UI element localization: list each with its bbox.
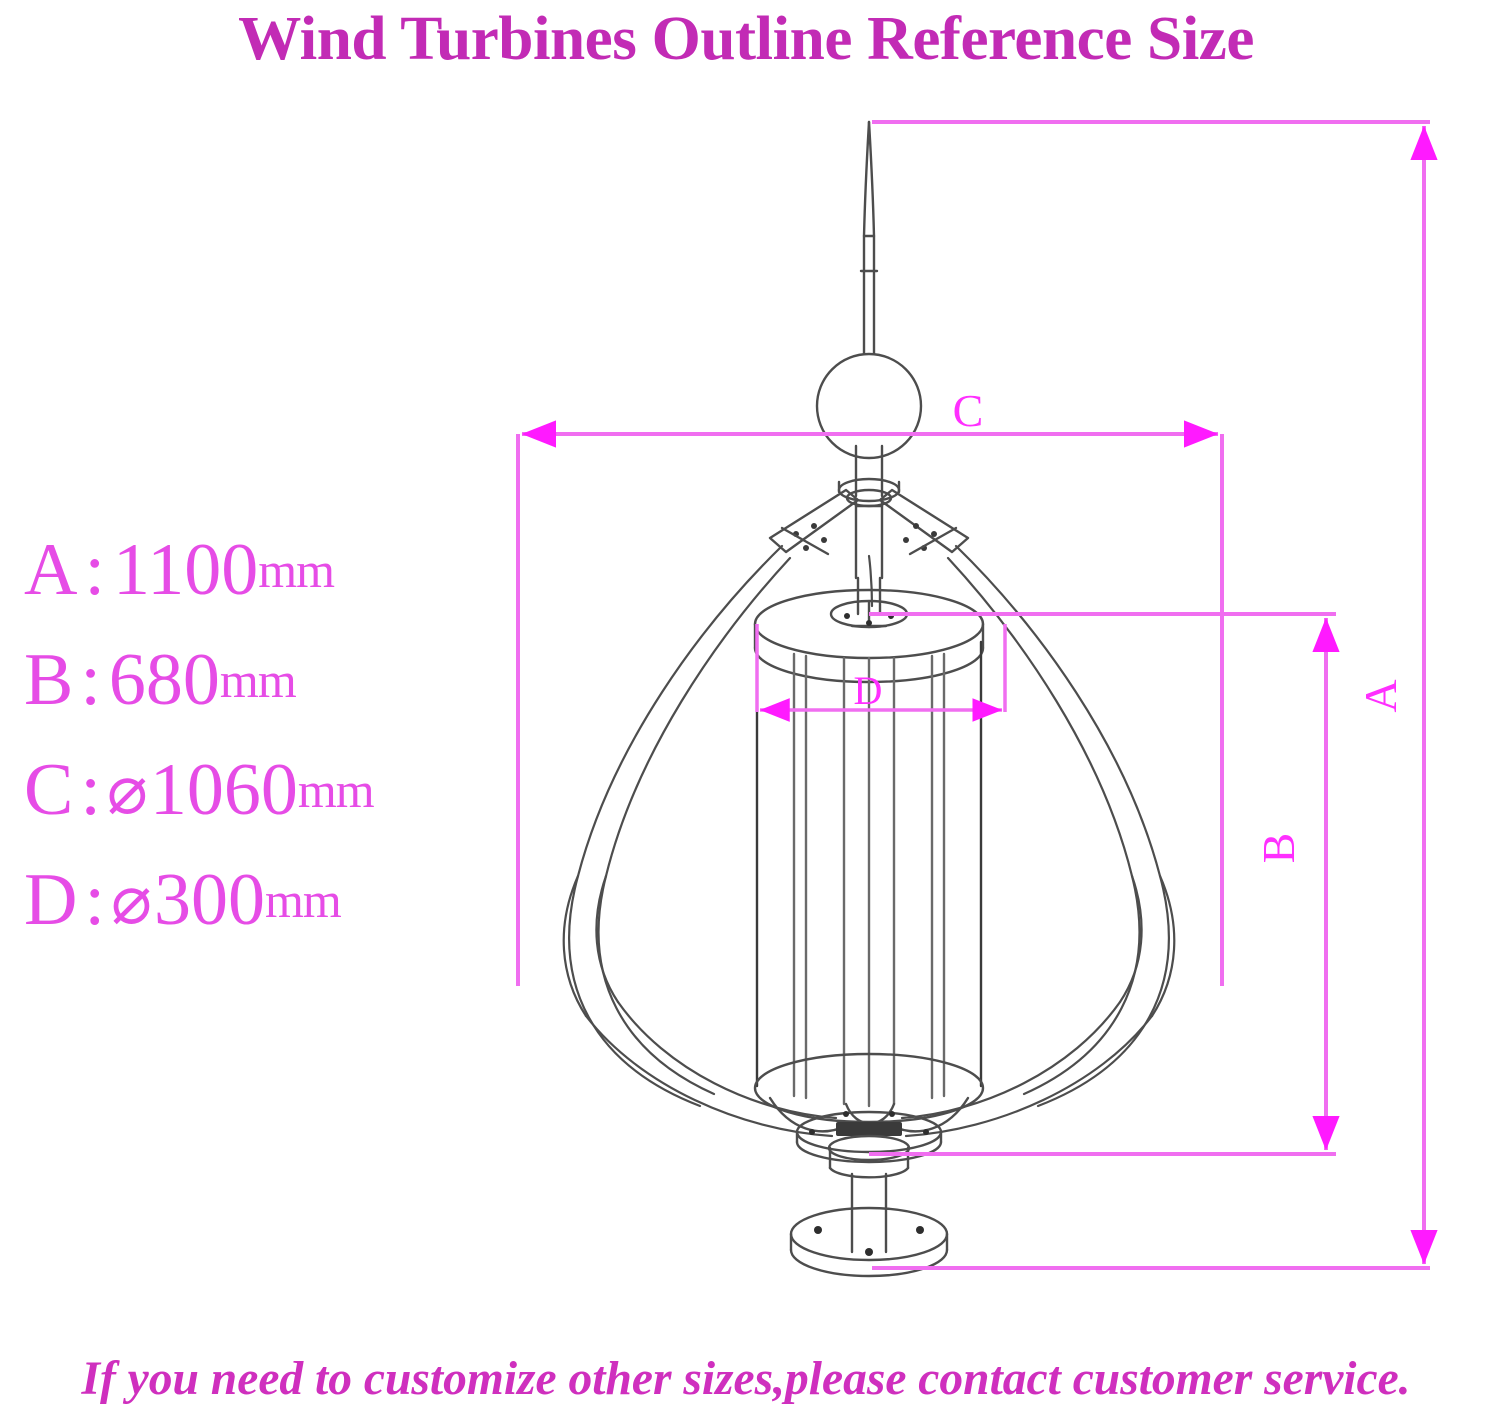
legend-value-a: 1100 <box>113 529 259 611</box>
dimension-c <box>516 420 1224 986</box>
legend-item-d: D : ⌀ 300 mm <box>24 845 444 955</box>
turbine-technical-drawing: C D A B <box>0 86 1492 1306</box>
legend-value-d: 300 <box>153 859 265 941</box>
legend-value-c: 1060 <box>149 749 298 831</box>
dimension-a <box>872 120 1438 1270</box>
legend-item-b: B : 680 mm <box>24 625 444 735</box>
legend-key-d: D <box>24 859 79 941</box>
dimension-b <box>869 612 1340 1156</box>
dimension-d <box>755 624 1007 722</box>
legend-key-a: A <box>24 529 79 611</box>
dimension-label-d: D <box>854 668 883 713</box>
base-mounting-flange <box>789 1172 949 1278</box>
legend-colon-c: : <box>80 749 101 831</box>
legend-colon-a: : <box>84 529 106 611</box>
dimension-annotations <box>516 120 1438 1270</box>
legend-item-c: C : ⌀ 1060 mm <box>24 735 444 845</box>
dimension-labels: C D A B <box>854 385 1406 863</box>
dimension-label-c: C <box>953 385 984 436</box>
dimension-legend: A : 1100 mm B : 680 mm C : ⌀ 1060 mm D :… <box>24 515 444 955</box>
legend-unit-b: mm <box>219 652 297 708</box>
legend-colon-b: : <box>80 639 101 721</box>
dimension-label-a: A <box>1355 679 1406 712</box>
dimension-label-b: B <box>1253 833 1304 864</box>
legend-key-b: B <box>24 639 75 721</box>
legend-value-b: 680 <box>108 639 220 721</box>
page-title: Wind Turbines Outline Reference Size <box>238 5 1254 73</box>
legend-colon-d: : <box>84 859 106 941</box>
top-sphere <box>815 352 923 460</box>
outer-curved-blades <box>562 544 1176 1138</box>
three-arm-hub-bracket <box>768 477 970 580</box>
legend-diameter-symbol-c: ⌀ <box>106 752 148 828</box>
legend-unit-d: mm <box>264 872 342 928</box>
top-spire <box>859 120 879 356</box>
legend-unit-c: mm <box>297 762 375 818</box>
legend-key-c: C <box>24 749 75 831</box>
legend-item-a: A : 1100 mm <box>24 515 444 625</box>
inner-rotor-blades <box>755 640 983 1108</box>
legend-unit-a: mm <box>258 542 335 598</box>
legend-diameter-symbol-d: ⌀ <box>111 862 152 938</box>
customer-service-note: If you need to customize other sizes,ple… <box>81 1352 1411 1405</box>
